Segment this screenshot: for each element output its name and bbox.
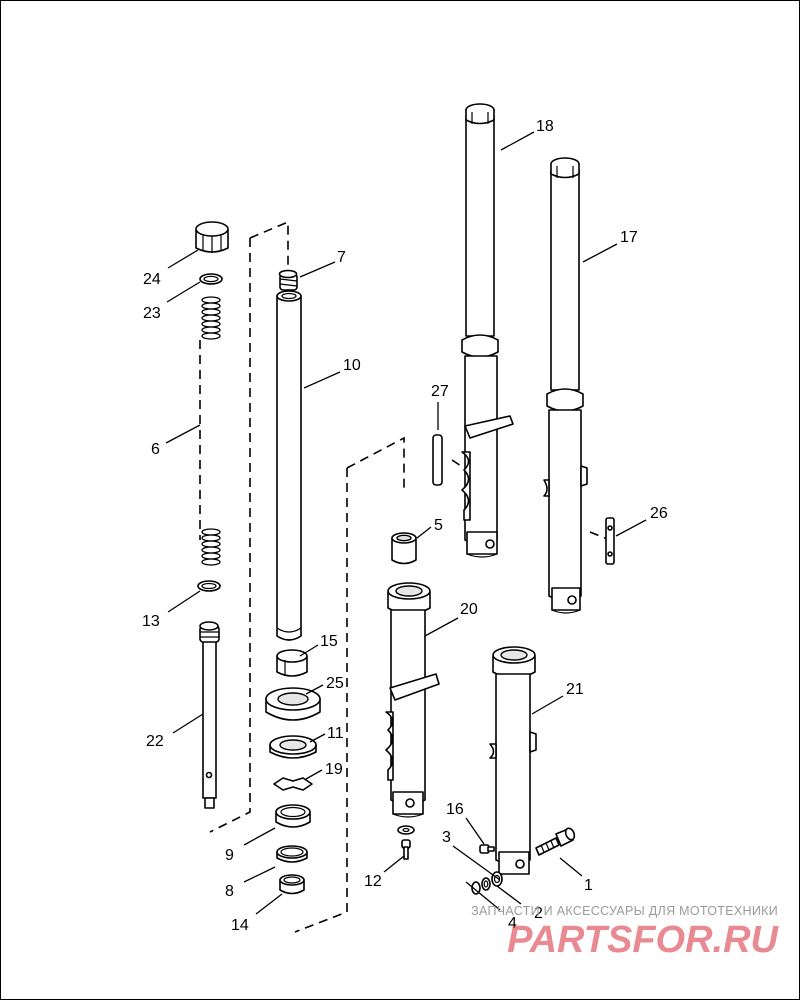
part-25-oil-seal [265, 687, 321, 721]
part-21-fork-slider [489, 646, 537, 875]
spring-coil [201, 296, 221, 304]
leader-lines [165, 131, 647, 915]
watermark-caption: ЗАПЧАСТИ И АКСЕССУАРЫ ДЛЯ МОТОТЕХНИКИ [471, 904, 778, 918]
spring-coil [201, 528, 221, 536]
callout-4: 4 [508, 915, 517, 932]
spring-coil [201, 302, 221, 310]
watermark-logo: PARTSFOR.RU [507, 919, 778, 961]
part-9-guide-bushing [275, 804, 311, 828]
part-26-bracket [605, 517, 615, 565]
part-6-fork-spring [201, 296, 221, 566]
spring-coil [201, 546, 221, 554]
part-27-pin [432, 434, 443, 486]
spring-coil [201, 320, 221, 328]
spring-coil [201, 332, 221, 340]
part-1-screw [535, 827, 576, 856]
spring-coil [201, 540, 221, 548]
part-15-bushing [276, 649, 308, 677]
callout-22: 22 [146, 733, 164, 750]
part-10-fork-tube [276, 290, 302, 641]
callout-19: 19 [325, 761, 343, 778]
spring-coil [201, 326, 221, 334]
callout-24: 24 [143, 271, 161, 288]
spring-coil [201, 308, 221, 316]
part-17-fork-assembly [543, 157, 588, 614]
callout-6: 6 [151, 441, 160, 458]
part-22-damper-rod [199, 621, 220, 809]
callout-17: 17 [620, 229, 638, 246]
callout-1: 1 [584, 877, 593, 894]
callout-11: 11 [327, 725, 344, 742]
part-20-fork-slider [385, 582, 440, 818]
spring-coil [201, 552, 221, 560]
callout-5: 5 [434, 517, 443, 534]
spring-coil [201, 558, 221, 566]
callout-20: 20 [460, 601, 478, 618]
callout-27: 27 [431, 383, 449, 400]
part-18-fork-assembly [461, 103, 514, 558]
part-7-rebound-spring [278, 269, 298, 291]
callout-18: 18 [536, 118, 554, 135]
callout-12: 12 [364, 873, 382, 890]
callout-26: 26 [650, 505, 668, 522]
callout-8: 8 [225, 883, 234, 900]
callout-10: 10 [343, 357, 361, 374]
part-16-drain-screw [479, 844, 495, 854]
watermark: ЗАПЧАСТИ И АКСЕССУАРЫ ДЛЯ МОТОТЕХНИКИ PA… [471, 904, 778, 960]
spring-coil [201, 534, 221, 542]
part-11-spacer [269, 735, 317, 759]
part-8-washer [276, 845, 308, 863]
callout-16: 16 [446, 801, 464, 818]
part-5-rod-bushing [391, 532, 417, 565]
part-13-snap-ring [197, 580, 221, 592]
callout-23: 23 [143, 305, 161, 322]
callout-2: 2 [534, 905, 543, 922]
part-19-retaining-ring [273, 777, 313, 791]
callout-25: 25 [326, 675, 344, 692]
callout-labels: 1 2 3 4 5 6 7 8 9 10 11 12 13 14 15 16 1… [142, 118, 668, 934]
callout-14: 14 [231, 917, 249, 934]
callout-3: 3 [442, 829, 451, 846]
callout-21: 21 [566, 681, 584, 698]
callout-15: 15 [320, 633, 338, 650]
callout-9: 9 [225, 847, 234, 864]
part-24-cap-bolt [195, 221, 229, 253]
part-14-slider-bushing [279, 874, 305, 895]
part-12-screw-washer [397, 825, 415, 860]
spring-coil [201, 314, 221, 322]
part-2-3-4-washers [471, 871, 503, 895]
callout-13: 13 [142, 613, 160, 630]
callout-7: 7 [337, 249, 346, 266]
part-23-o-ring [199, 273, 223, 285]
